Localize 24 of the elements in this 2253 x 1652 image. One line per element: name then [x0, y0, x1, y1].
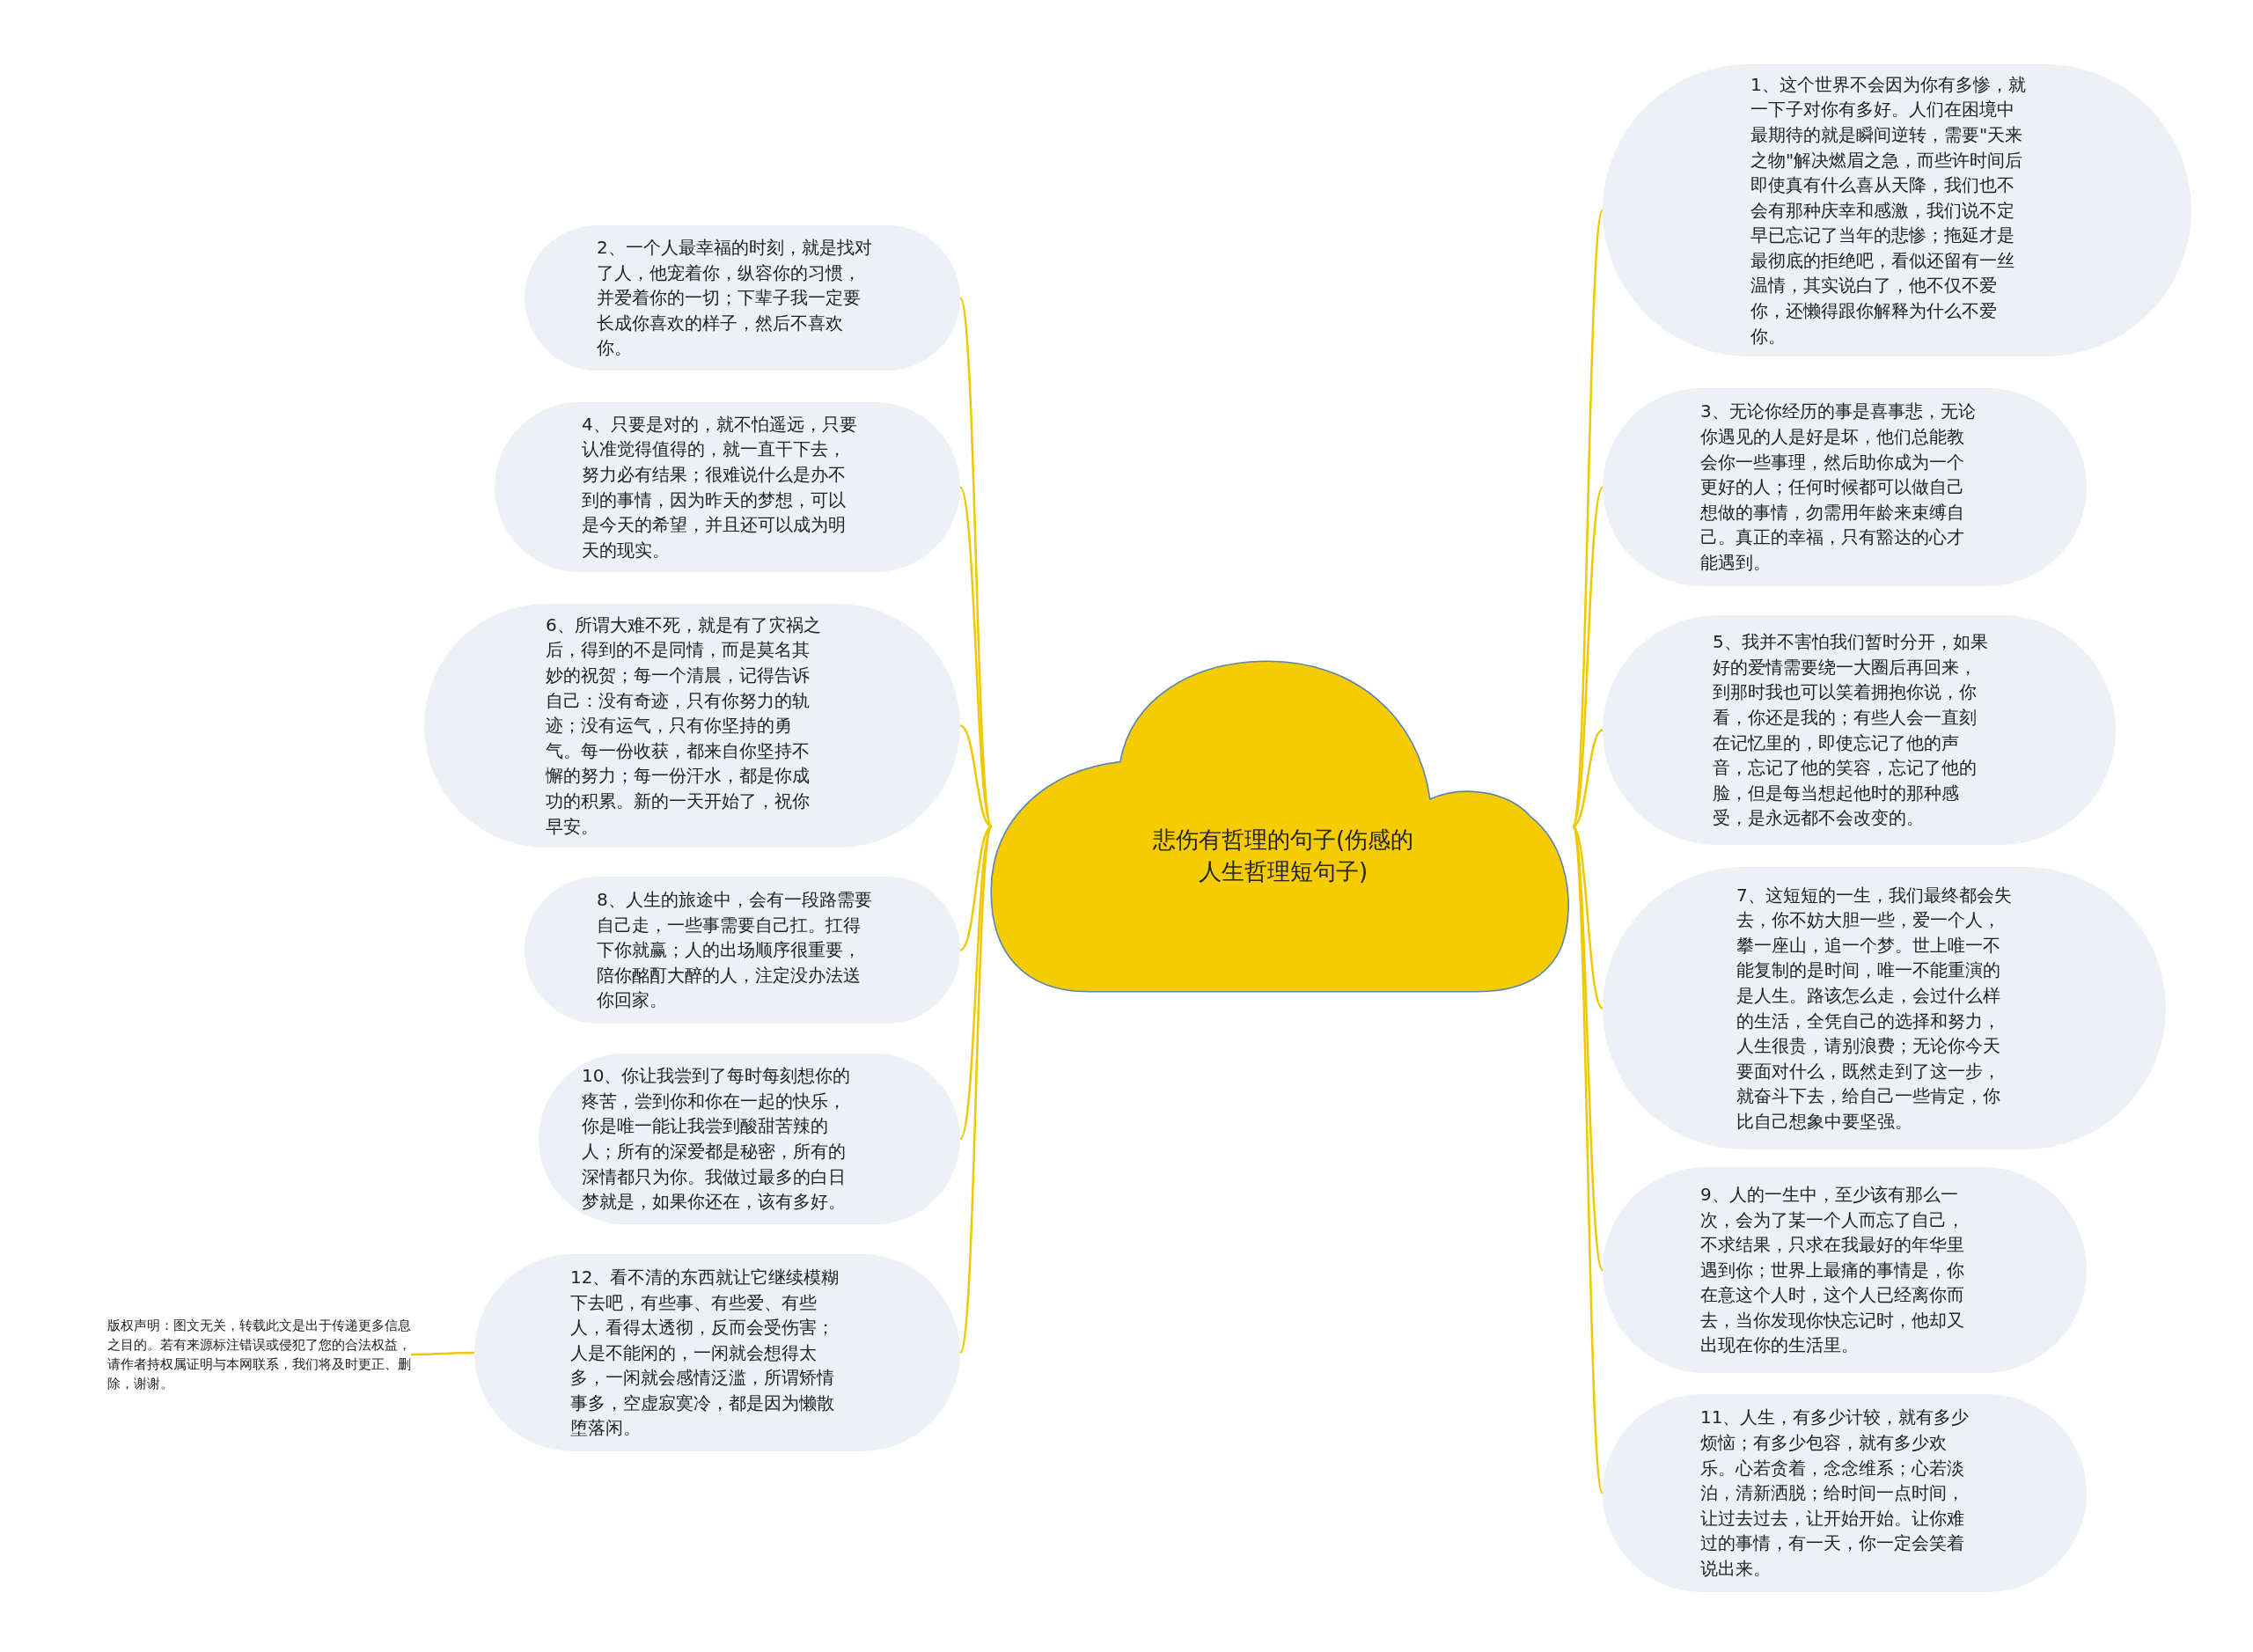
- connector-line: [1572, 826, 1604, 1010]
- connector-line: [1572, 729, 1604, 828]
- connector-line: [958, 826, 994, 1140]
- connector-line: [959, 825, 993, 951]
- quote-bubble: 6、所谓大难不死，就是有了灾祸之后，得到的不是同情，而是莫名其妙的祝贺；每一个清晨，记得告诉自己：没有奇迹，只有你努力的轨迹；没有运气，只有你坚持的勇气。每一份收获，都来自你坚持不懈的努力；每一份汗水，都是你成功的积累。新的一天开始了，祝你早安。: [424, 604, 960, 848]
- quote-bubble: 7、这短短的一生，我们最终都会失去，你不妨大胆一些，爱一个人，攀一座山，追一个梦。世上唯一不能复制的是时间，唯一不能重演的是人生。路该怎么走，会过什么样的生活，全凭自己的选择和努力，人生很贵，请别浪费；无论你今天要面对什么，既然走到了这一步，就奋斗下去，给自己一些肯定，你比自己想象中要坚强。: [1603, 867, 2166, 1149]
- quote-bubble: 3、无论你经历的事是喜事悲，无论你遇见的人是好是坏，他们总能教会你一些事理，然后助你成为一个更好的人；任何时候都可以做自己想做的事情，勿需用年龄来束缚自己。真正的幸福，只有豁达的心才能遇到。: [1603, 388, 2087, 586]
- quote-bubble: 1、这个世界不会因为你有多惨，就一下子对你有多好。人们在困境中最期待的就是瞬间逆转，需要"天来之物"解决燃眉之急，而些许时间后即使真有什么喜从天降，我们也不会有那种庆幸和感激，我们说不定早已忘记了当年的悲惨；拖延才是最彻底的拒绝吧，看似还留有一丝温情，其实说白了，他不仅不爱你，还懒得跟你解释为什么不爱你。: [1603, 64, 2191, 356]
- copyright-note: 版权声明：图文无关，转载此文是出于传递更多信息之目的。若有来源标注错误或侵犯了您的合法权益，请作者持权属证明与本网联系，我们将及时更正、删除，谢谢。: [107, 1313, 411, 1396]
- quote-bubble: 9、人的一生中，至少该有那么一次，会为了某一个人而忘了自己，不求结果，只求在我最好的年华里遇到你；世界上最痛的事情是，你在意这个人时，这个人已经离你而去，当你发现你快忘记时，他却又出现在你的生活里。: [1603, 1167, 2087, 1373]
- quote-bubble: 10、你让我尝到了每时每刻想你的疼苦，尝到你和你在一起的快乐，你是唯一能让我尝到酸甜苦辣的人；所有的深爱都是秘密，所有的深情都只为你。我做过最多的白日梦就是，如果你还在，该有多好。: [539, 1054, 960, 1224]
- quote-bubble: 5、我并不害怕我们暂时分开，如果好的爱情需要绕一大圈后再回来，到那时我也可以笑着拥抱你说，你看，你还是我的；有些人会一直刻在记忆里的，即使忘记了他的声音，忘记了他的笑容，忘记了他的脸，但是每当想起他时的那种感受，是永远都不会改变的。: [1603, 615, 2116, 845]
- connector-line: [958, 486, 994, 827]
- connector-line: [411, 1351, 474, 1356]
- connector-line: [958, 826, 994, 1354]
- quote-bubble: 4、只要是对的，就不怕遥远，只要认准觉得值得的，就一直干下去，努力必有结果；很难说什么是办不到的事情，因为昨天的梦想，可以是今天的希望，并且还可以成为明天的现实。: [495, 402, 960, 572]
- connector-line: [959, 724, 993, 828]
- quote-bubble: 8、人生的旅途中，会有一段路需要自己走，一些事需要自己扛。扛得下你就赢；人的出场顺序很重要，陪你酩酊大醉的人，注定没办法送你回家。: [525, 877, 960, 1024]
- quote-bubble: 11、人生，有多少计较，就有多少烦恼；有多少包容，就有多少欢乐。心若贪着，念念维系；心若淡泊，清新洒脱；给时间一点时间，让过去过去，让开始开始。让你难过的事情，有一天，你一定会笑着说出来。: [1603, 1394, 2087, 1592]
- quote-bubble: 12、看不清的东西就让它继续模糊下去吧，有些事、有些爱、有些人，看得太透彻，反而会受伤害；人是不能闲的，一闲就会想得太多，一闲就会感情泛滥，所谓矫情事多，空虚寂寞冷，都是因为懒散堕落闲。: [474, 1254, 960, 1451]
- connector-line: [1571, 826, 1604, 1494]
- quote-bubble: 2、一个人最幸福的时刻，就是找对了人，他宠着你，纵容你的习惯，并爱着你的一切；下辈子我一定要长成你喜欢的样子，然后不喜欢你。: [525, 225, 960, 371]
- cloud-title: 悲伤有哲理的句子(伤感的人生哲理短句子): [1151, 826, 1415, 886]
- connector-line: [1571, 486, 1604, 827]
